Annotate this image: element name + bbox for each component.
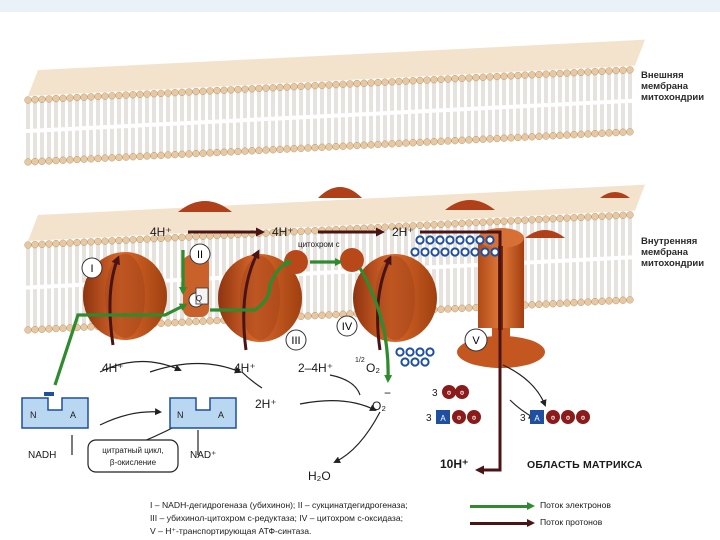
complex-III [218,248,364,342]
text-adp-prefix: 3 [432,388,438,399]
text-bottom-2h: 2H⁺ [255,397,277,411]
legend-proton-flow: Поток протонов [540,517,603,527]
legend-electron-flow: Поток электронов [540,500,611,510]
text-cycle-line1: цитратный цикл, [102,446,164,455]
enzyme-nad [169,397,237,429]
adp-molecule [442,385,469,399]
proton-dots-matrix [395,347,435,367]
inner-membrane-label-line1: Внутренняя [641,236,698,247]
text-enzyme1-a: A [70,410,76,420]
inner-membrane-label-line2: мембрана [641,247,689,258]
text-o2-minus: O₂ [372,399,386,413]
outer-membrane-label-line2: мембрана [641,81,689,92]
label-complex-I: I [90,263,93,275]
text-bottom-2-4h: 2–4H⁺ [298,361,333,375]
outer-membrane [24,39,645,166]
text-adp-phosphate-2: Ф [460,391,465,397]
text-10h: 10H⁺ [440,457,468,471]
complex-II [183,255,209,317]
label-complex-IV: IV [342,321,353,333]
text-q: Q [196,294,202,303]
text-bottom-4h-2: 4H⁺ [234,361,256,375]
label-complex-III: III [291,335,300,347]
proton-dots-intermembrane [410,235,500,257]
text-bottom-4h-1: 4H⁺ [102,361,124,375]
label-complex-V: V [472,335,480,347]
dome-3 [445,200,495,210]
text-cycle-line2: β-окисление [110,458,157,467]
legend-line-3: V – H⁺-транспортирующая АТФ-синтаза. [150,526,312,536]
text-enzyme1-n: N [30,410,37,420]
legend-proton-swatch [470,519,535,527]
text-enzyme2-n: N [177,410,184,420]
text-top-4h-2: 4H⁺ [272,225,294,239]
inner-membrane-label-line3: митохондрии [641,258,705,269]
text-cytochrome-c: цитохром c [298,240,340,249]
text-atp-prefix-right: 3 [520,413,526,424]
text-atp-a-right: A [534,414,540,423]
complex-I [83,252,167,340]
inner-membrane-label: Внутренняя мембрана митохондрии [641,236,704,269]
dome-1 [178,201,232,212]
text-atp-r-phosphate-1: Ф [551,416,556,422]
text-o2: O₂ [366,361,380,375]
atp-molecule-left [436,410,481,424]
matrix-region-label: ОБЛАСТЬ МАТРИКСА [527,459,643,471]
outer-membrane-label-line1: Внешняя [641,70,684,81]
enzyme-nadh [21,392,89,429]
text-atp-prefix-left: 3 [426,413,432,424]
text-enzyme2-a: A [218,410,224,420]
citric-cycle-box [87,439,179,473]
complex-labels: I II III IV V [81,243,488,352]
text-atp-r-phosphate-3: Ф [581,416,586,422]
complex-IV [353,254,437,342]
legend-electron-swatch [470,502,535,510]
text-nadh: NADH [28,450,56,461]
legend: I – NADH-дегидрогеназа (убихинон); II – … [150,500,620,540]
text-atp-a-left: A [440,414,446,423]
dome-4 [525,230,565,238]
outer-membrane-label: Внешняя мембрана митохондрии [641,70,704,103]
text-atp-r-phosphate-2: Ф [566,416,571,422]
dome-2 [318,187,362,198]
text-atp-l-phosphate-1: Ф [457,416,462,422]
electron-flow-arrows [53,250,393,386]
text-nad: NAD⁺ [190,450,216,461]
text-atp-l-phosphate-2: Ф [472,416,477,422]
text-o2-half: 1/2 [355,357,365,364]
text-adp-phosphate-1: Ф [447,391,452,397]
text-top-2h: 2H⁺ [392,225,414,239]
dome-5 [600,192,630,198]
slide-top-bar [0,0,720,12]
outer-membrane-label-line3: митохондрии [641,92,705,103]
protein-domes [178,187,630,238]
legend-line-2: III – убихинол-цитохром с-редуктаза; IV … [150,513,404,523]
text-minus-sign: − [384,386,391,400]
text-top-4h-1: 4H⁺ [150,225,172,239]
atp-molecule-right [530,410,590,424]
label-complex-II: II [197,249,203,261]
legend-line-1: I – NADH-дегидрогеназа (убихинон); II – … [150,500,408,510]
proton-flow-arrows [108,227,502,475]
text-h2o: H₂O [308,469,331,483]
